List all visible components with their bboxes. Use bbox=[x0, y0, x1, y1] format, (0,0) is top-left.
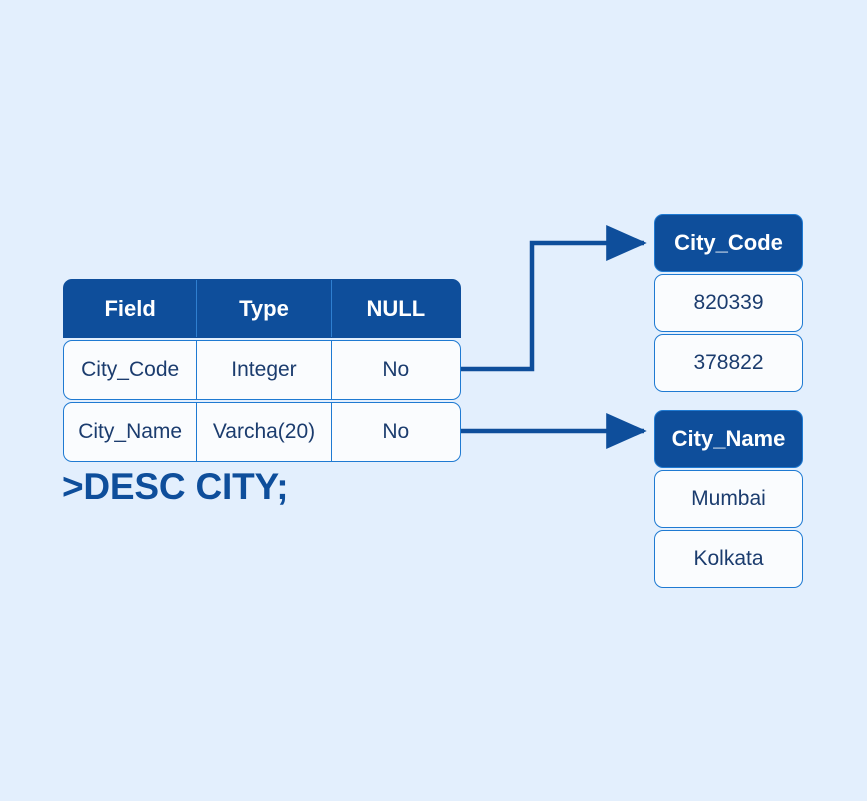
table-row: City_Name Varcha(20) No bbox=[63, 402, 461, 462]
result-box-title: City_Code bbox=[654, 214, 803, 272]
result-value-cell: Kolkata bbox=[654, 530, 803, 588]
table-row: City_Code Integer No bbox=[63, 340, 461, 400]
cell-type-city-code: Integer bbox=[196, 341, 330, 399]
table-header-row: Field Type NULL bbox=[63, 279, 461, 338]
column-header-field: Field bbox=[104, 295, 156, 321]
sql-command-text: >DESC CITY; bbox=[62, 466, 289, 507]
result-value-cell: 820339 bbox=[654, 274, 803, 332]
cell-type-city-name: Varcha(20) bbox=[196, 403, 330, 461]
result-box-city-code: City_Code 820339 378822 bbox=[654, 214, 803, 392]
result-value-cell: Mumbai bbox=[654, 470, 803, 528]
result-box-title: City_Name bbox=[654, 410, 803, 468]
cell-null-city-code: No bbox=[330, 341, 460, 399]
desc-result-table: Field Type NULL City_Code Integer No Cit… bbox=[63, 279, 461, 462]
city-code-connector bbox=[461, 225, 647, 372]
result-box-city-name: City_Name Mumbai Kolkata bbox=[654, 410, 803, 588]
cell-field-city-name: City_Name bbox=[78, 420, 183, 443]
result-value-cell: 378822 bbox=[654, 334, 803, 392]
cell-field-city-code: City_Code bbox=[81, 358, 180, 381]
column-header-type: Type bbox=[196, 280, 330, 337]
column-header-null: NULL bbox=[330, 280, 460, 337]
cell-null-city-name: No bbox=[330, 403, 460, 461]
